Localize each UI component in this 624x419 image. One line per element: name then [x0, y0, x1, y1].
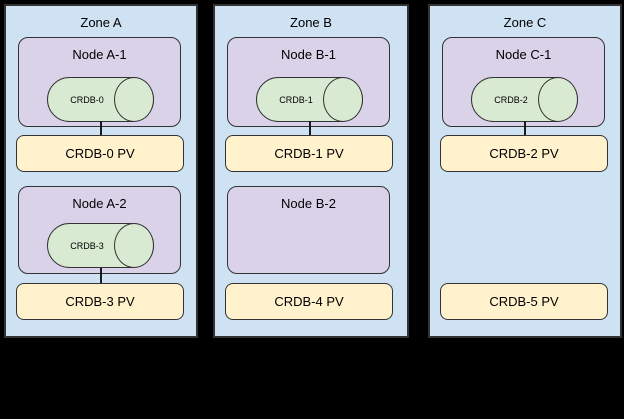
node-a2-box: Node A-2 CRDB-3 — [18, 186, 181, 274]
crdb2-cylinder-icon: CRDB-2 — [471, 77, 578, 122]
crdb3-cylinder-icon: CRDB-3 — [47, 223, 154, 268]
zone-c-panel: Zone C Node C-1 CRDB-2 CRDB-2 PV CRDB-5 … — [428, 4, 622, 338]
crdb2-label: CRDB-2 — [494, 94, 528, 105]
pv-label: CRDB-5 PV — [489, 294, 559, 309]
cylinder-face-icon — [114, 223, 154, 268]
connector-line — [309, 121, 311, 137]
pv-box-crdb0: CRDB-0 PV — [16, 135, 184, 172]
pv-label: CRDB-1 PV — [274, 146, 344, 161]
connector-line — [100, 268, 102, 285]
zone-c-title: Zone C — [503, 15, 547, 30]
cylinder-face-icon — [538, 77, 578, 122]
pv-label: CRDB-4 PV — [274, 294, 344, 309]
pv-box-crdb3: CRDB-3 PV — [16, 283, 184, 320]
zone-a-title: Zone A — [80, 15, 122, 30]
node-b1-box: Node B-1 CRDB-1 — [227, 37, 390, 127]
pv-label: CRDB-2 PV — [489, 146, 559, 161]
pv-box-crdb4: CRDB-4 PV — [225, 283, 393, 320]
crdb3-label: CRDB-3 — [70, 240, 104, 251]
node-a1-title: Node A-1 — [72, 47, 127, 62]
node-b1-title: Node B-1 — [281, 47, 336, 62]
pv-label: CRDB-3 PV — [65, 294, 135, 309]
cylinder-face-icon — [114, 77, 154, 122]
node-c1-title: Node C-1 — [495, 47, 552, 62]
pv-label: CRDB-0 PV — [65, 146, 135, 161]
crdb0-label: CRDB-0 — [70, 94, 104, 105]
zone-a-panel: Zone A Node A-1 CRDB-0 CRDB-0 PV Node A-… — [4, 4, 198, 338]
node-c1-box: Node C-1 CRDB-2 — [442, 37, 605, 127]
zone-b-panel: Zone B Node B-1 CRDB-1 CRDB-1 PV Node B-… — [213, 4, 409, 338]
pv-box-crdb5: CRDB-5 PV — [440, 283, 608, 320]
crdb1-cylinder-icon: CRDB-1 — [256, 77, 363, 122]
node-b2-box: Node B-2 — [227, 186, 390, 274]
pv-box-crdb2: CRDB-2 PV — [440, 135, 608, 172]
crdb0-cylinder-icon: CRDB-0 — [47, 77, 154, 122]
node-a1-box: Node A-1 CRDB-0 — [18, 37, 181, 127]
cylinder-face-icon — [323, 77, 363, 122]
pv-box-crdb1: CRDB-1 PV — [225, 135, 393, 172]
node-a2-title: Node A-2 — [72, 196, 127, 211]
connector-line — [524, 121, 526, 137]
node-b2-title: Node B-2 — [281, 196, 336, 211]
connector-line — [100, 121, 102, 137]
crdb1-label: CRDB-1 — [279, 94, 313, 105]
zone-b-title: Zone B — [290, 15, 332, 30]
